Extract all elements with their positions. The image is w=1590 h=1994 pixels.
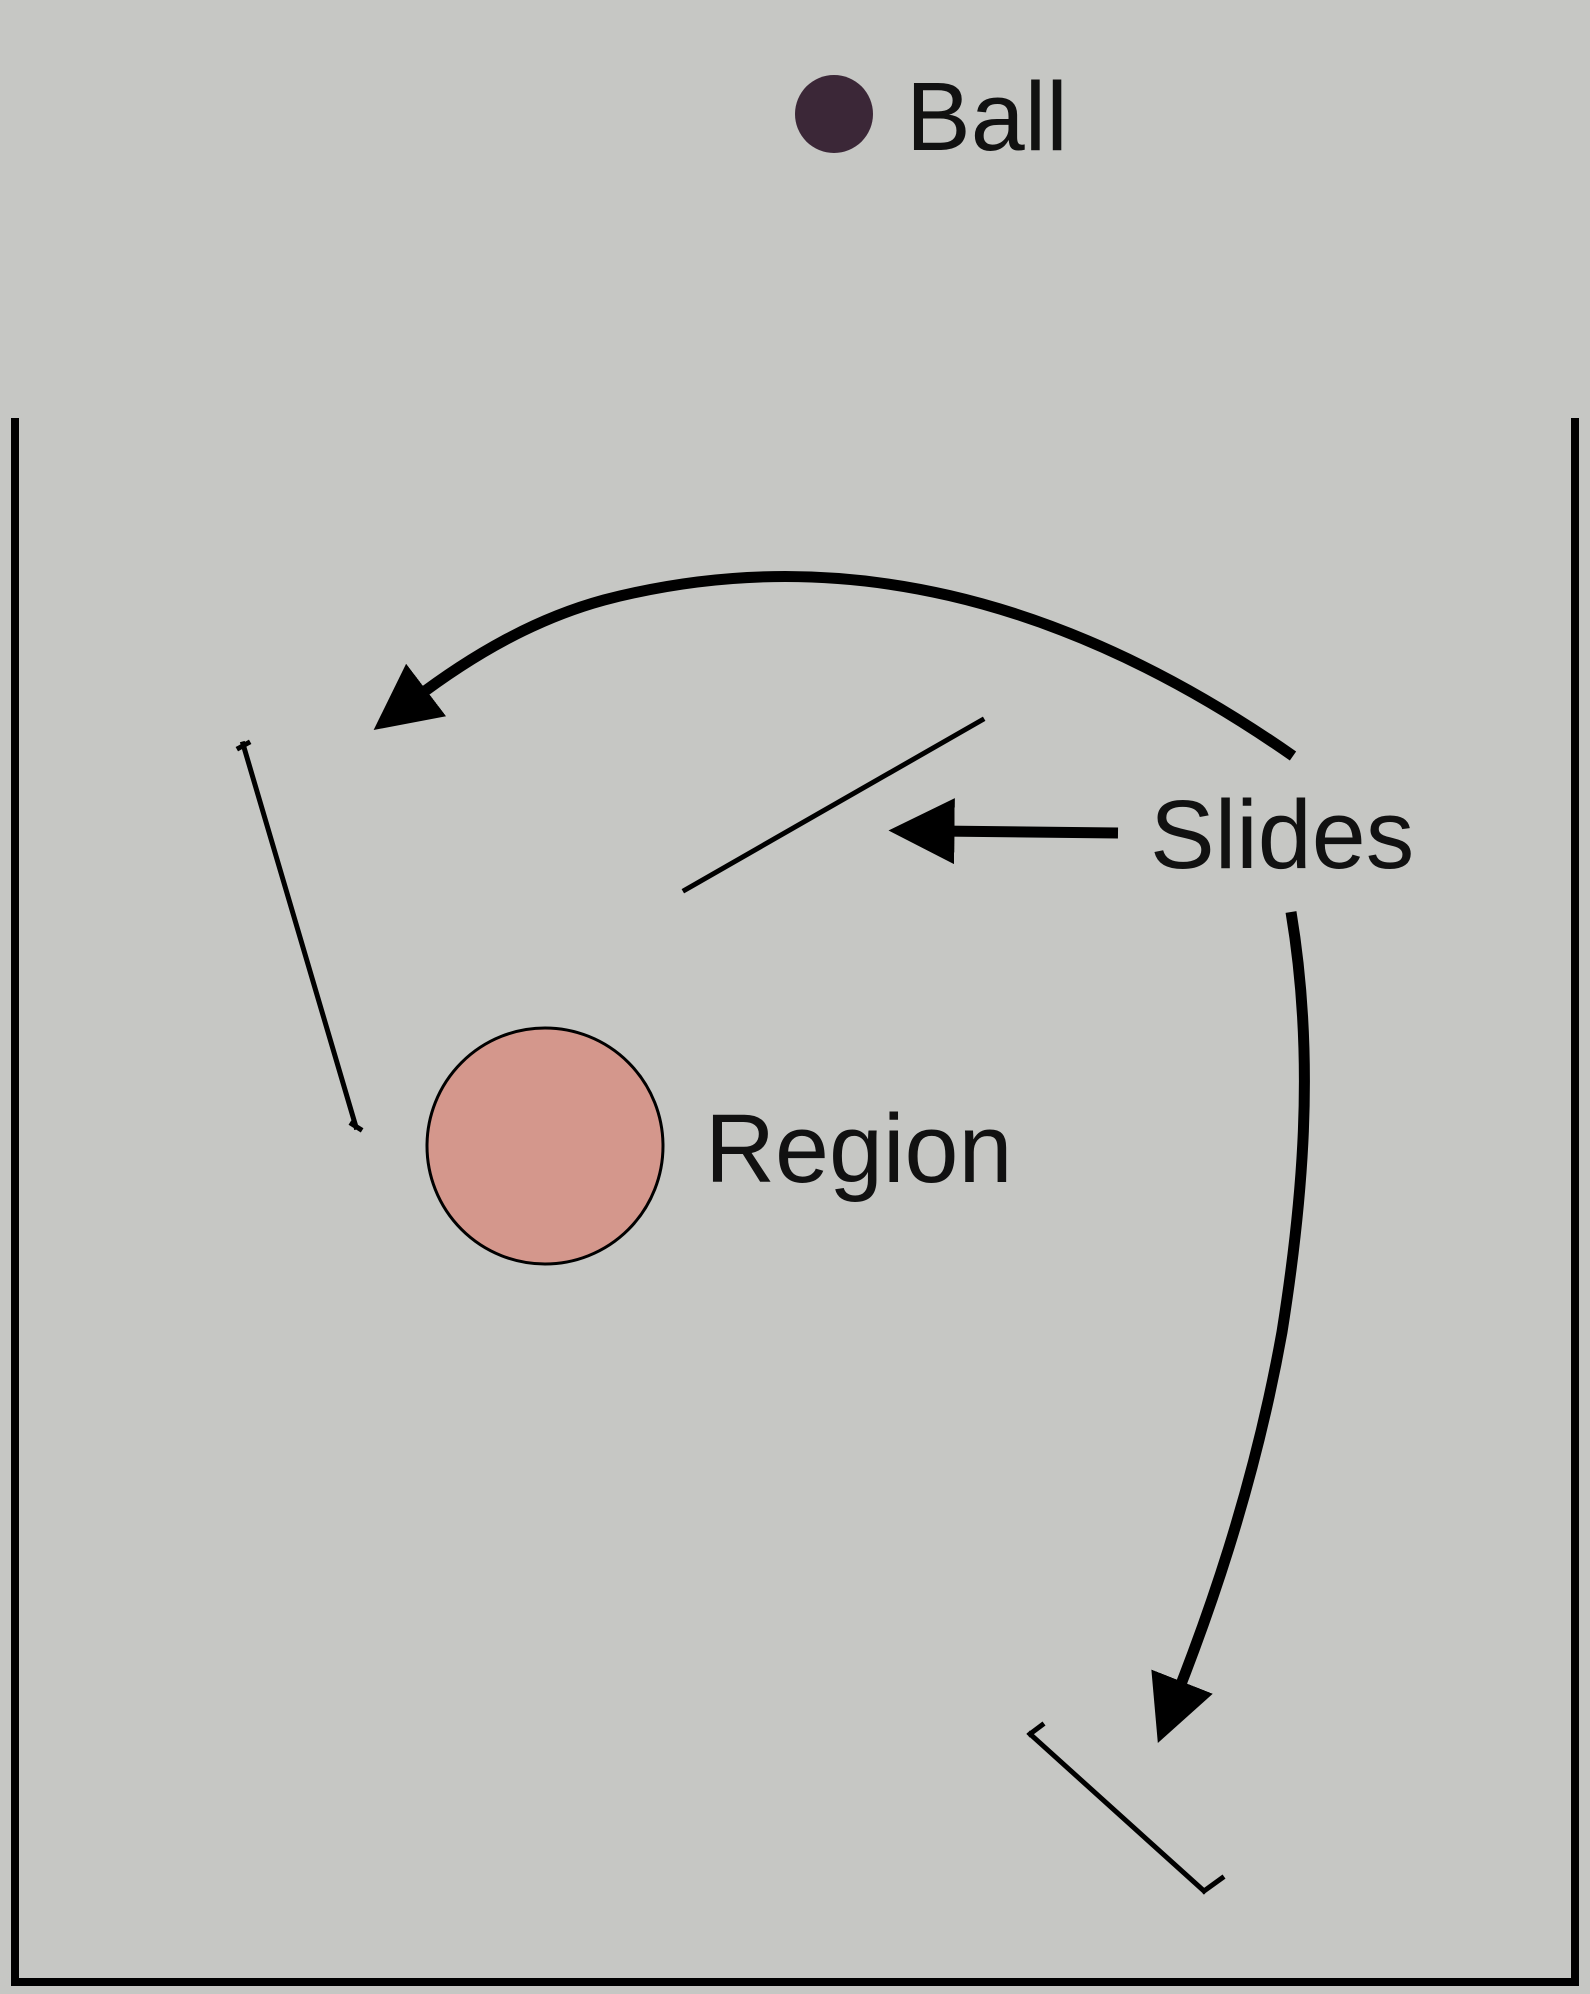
ball-label: Ball	[906, 62, 1068, 171]
region-label: Region	[705, 1094, 1012, 1203]
slide-bottom[interactable]	[1026, 1721, 1226, 1895]
slides-label: Slides	[1150, 780, 1414, 889]
slides	[235, 716, 1226, 1895]
arrow-to-left-slide	[373, 571, 1297, 761]
slide-arrows	[373, 571, 1310, 1744]
target-region	[425, 1026, 665, 1266]
arrow-to-bottom-slide	[1151, 911, 1310, 1744]
arrow-to-middle-slide	[888, 798, 1119, 865]
container-walls	[11, 418, 1579, 1986]
slide-left[interactable]	[235, 739, 364, 1133]
slide-middle[interactable]	[681, 716, 986, 894]
ball[interactable]	[795, 75, 873, 153]
